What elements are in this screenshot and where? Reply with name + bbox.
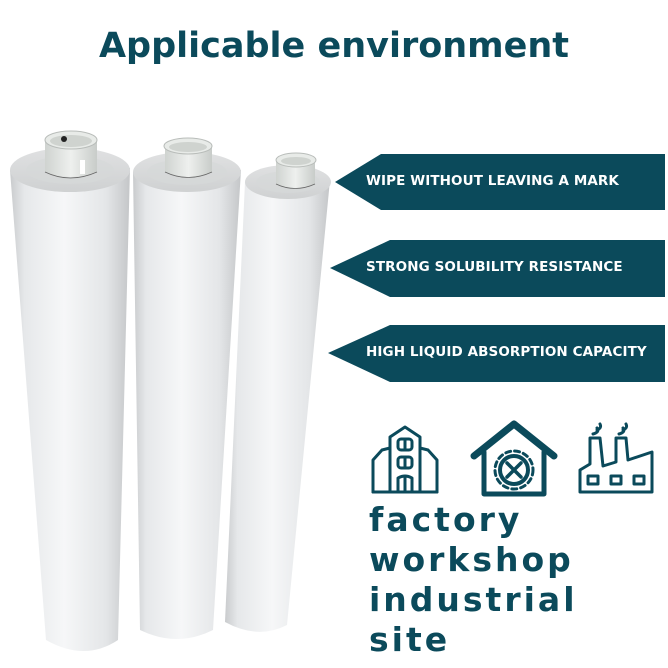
environment-list: factory workshop industrial site [369,500,668,660]
environment-item-industrial-site: industrial site [369,580,578,659]
house-gear-tools-icon [470,420,558,497]
paper-roll-1 [10,130,130,651]
building-icon [371,425,439,494]
paper-roll-3 [225,152,331,632]
environment-item-workshop: workshop [369,540,574,579]
feature-label-2: STRONG SOLUBILITY RESISTANCE [366,259,623,275]
factory-icon [578,422,654,494]
paper-roll-2 [133,137,241,639]
environment-item-factory: factory [369,500,523,539]
feature-label-1: WIPE WITHOUT LEAVING A MARK [366,173,619,189]
feature-label-3: HIGH LIQUID ABSORPTION CAPACITY [366,344,647,360]
page-title: Applicable environment [98,26,570,66]
